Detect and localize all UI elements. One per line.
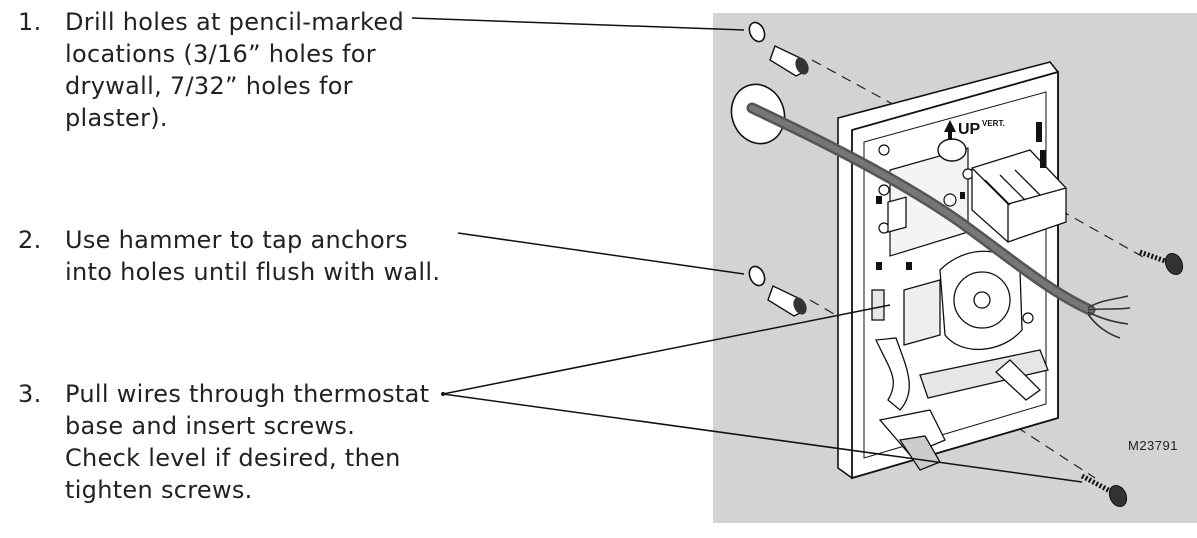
up-marking: UP VERT.	[944, 119, 1005, 140]
step-1-text: Drill holes at pencil-marked locations (…	[65, 6, 404, 134]
leader-step-3-to-screw	[442, 393, 1083, 483]
leader-lines	[411, 17, 1083, 483]
step-1-number: 1.	[18, 8, 42, 36]
wall-anchor-top	[748, 21, 809, 77]
figure-code: M23791	[1128, 438, 1178, 453]
step-3-text: Pull wires through thermostat base and i…	[65, 378, 429, 506]
up-vert-label: VERT.	[982, 119, 1005, 128]
leader-step-2	[457, 232, 745, 275]
top-screw-hole	[937, 138, 967, 162]
step-3-line-4: tighten screws.	[65, 476, 253, 504]
step-1-line-3: drywall, 7/32” holes for	[65, 72, 353, 100]
step-1-line-4: plaster).	[65, 104, 168, 132]
step-2-text: Use hammer to tap anchors into holes unt…	[65, 224, 440, 288]
step-1-line-2: locations (3/16” holes for	[65, 40, 376, 68]
screw-bottom	[1080, 473, 1128, 508]
step-2-number: 2.	[18, 226, 42, 254]
step-3-line-2: base and insert screws.	[65, 412, 356, 440]
switch-mechanism	[871, 250, 1049, 471]
step-2-line-1: Use hammer to tap anchors	[65, 226, 408, 254]
terminal-block	[887, 149, 1067, 243]
terminal-markings	[876, 122, 1046, 270]
leader-step-3-to-wires	[442, 304, 891, 395]
base-plate-inner-frame	[863, 91, 1047, 459]
step-2-line-2: into holes until flush with wall.	[65, 258, 441, 286]
step-3-line-1: Pull wires through thermostat	[65, 380, 430, 408]
wire-ends	[1087, 295, 1131, 339]
wall-anchor-bottom	[748, 265, 807, 317]
step-3-line-3: Check level if desired, then	[65, 444, 401, 472]
step-1-line-1: Drill holes at pencil-marked	[65, 8, 404, 36]
up-label: UP	[958, 121, 981, 138]
screw-right	[1139, 249, 1184, 276]
leader-step-1	[411, 17, 745, 31]
step-3-number: 3.	[18, 380, 42, 408]
